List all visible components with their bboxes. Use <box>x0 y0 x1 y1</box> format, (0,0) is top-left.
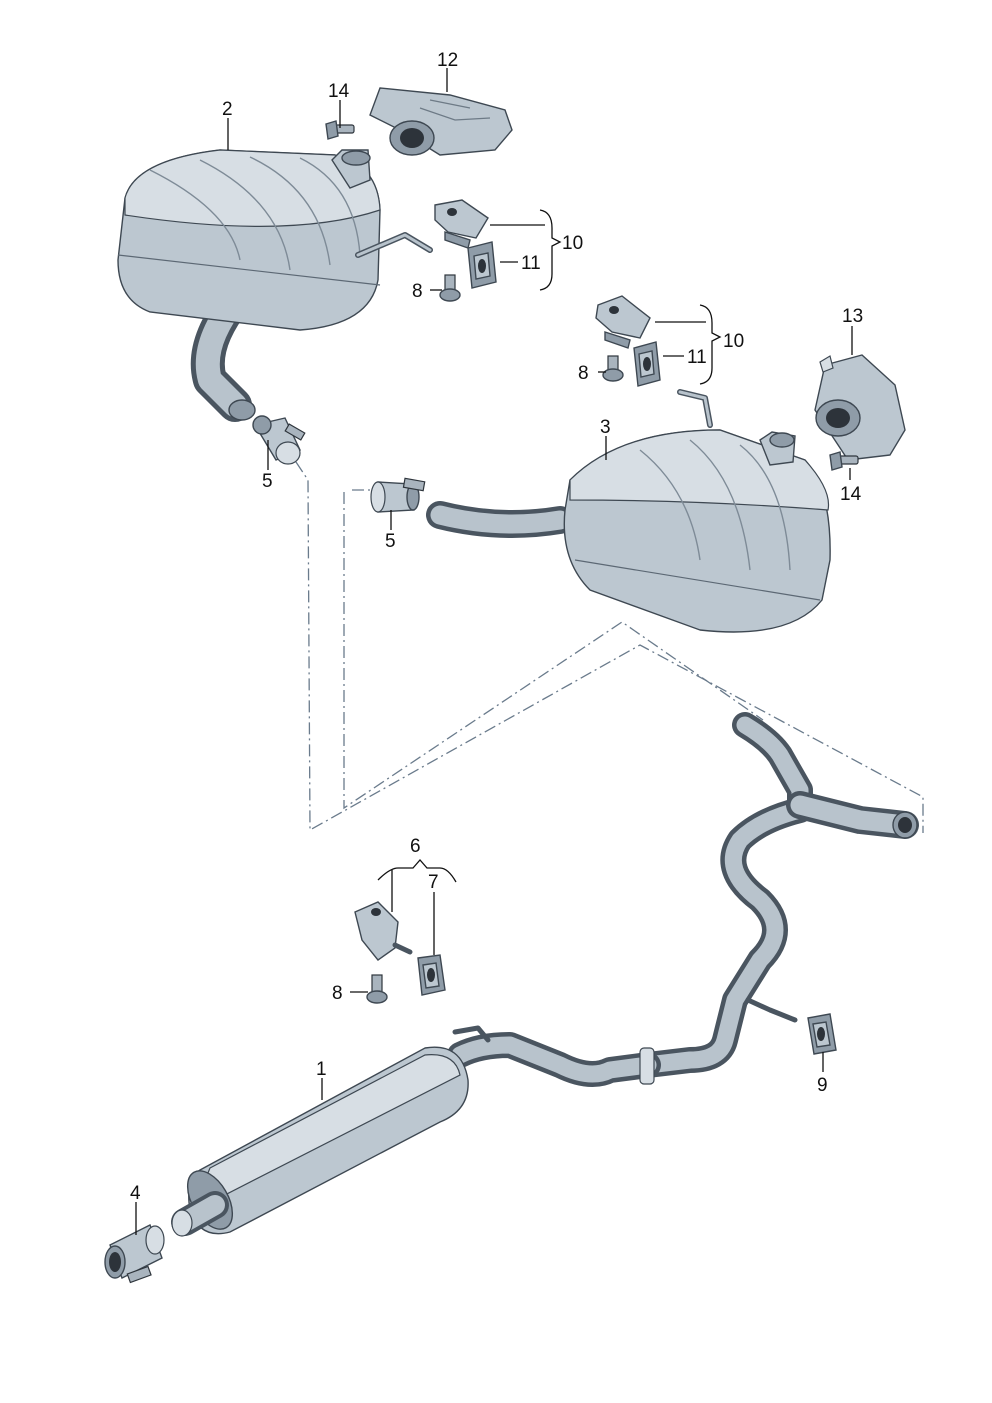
rear-silencer-left <box>117 149 433 422</box>
callout-4: 4 <box>130 1183 141 1204</box>
callout-2: 2 <box>222 99 233 120</box>
bolt-8-upper <box>439 274 461 302</box>
assembly-guide-lines <box>295 461 924 833</box>
bolt-8-middle <box>602 355 624 382</box>
bracket-10-upper <box>434 199 489 249</box>
callout-13: 13 <box>842 306 863 327</box>
callout-5-upper: 5 <box>262 471 273 492</box>
bracket-10-middle <box>595 295 651 349</box>
rubber-hanger-9 <box>745 997 837 1055</box>
bolt-8-lower <box>366 974 388 1004</box>
pipe-clamp-5-upper <box>252 415 306 465</box>
callout-9: 9 <box>817 1075 828 1096</box>
callout-10-middle: 10 <box>723 331 744 352</box>
bolt-14-upper <box>325 120 355 140</box>
callout-8-lower: 8 <box>332 983 343 1004</box>
heat-shield-12 <box>369 87 513 156</box>
callout-14-lower: 14 <box>840 484 862 505</box>
leader-lines <box>135 68 853 1235</box>
rubber-hanger-11-middle <box>633 341 661 387</box>
callout-7: 7 <box>428 872 439 893</box>
callout-8-upper: 8 <box>412 281 423 302</box>
callout-8-middle: 8 <box>578 363 589 384</box>
callout-1: 1 <box>316 1059 327 1080</box>
callout-3: 3 <box>600 417 611 438</box>
callout-11-middle: 11 <box>687 347 707 368</box>
bracket-6 <box>354 901 413 961</box>
callout-10-upper: 10 <box>562 233 583 254</box>
callout-14-upper: 14 <box>328 81 350 102</box>
bolt-14-lower <box>829 451 859 471</box>
callout-12: 12 <box>437 50 458 71</box>
callout-5-lower: 5 <box>385 531 396 552</box>
callout-6: 6 <box>410 836 421 857</box>
rubber-hanger-11-upper <box>467 241 497 289</box>
rubber-hanger-7 <box>417 954 446 996</box>
front-pipe-center <box>447 1032 661 1087</box>
heat-shield-13 <box>814 354 906 461</box>
part-callouts: 12 14 2 10 11 8 13 10 11 8 3 5 14 5 6 7 … <box>130 50 863 1204</box>
rear-silencer-right <box>426 389 831 633</box>
pipe-clamp-5-lower <box>370 477 426 513</box>
callout-11-upper: 11 <box>521 253 541 274</box>
pipe-clamp-4 <box>104 1224 165 1284</box>
intermediate-pipe-y-section <box>635 712 919 1078</box>
front-silencer-1 <box>171 1025 491 1237</box>
